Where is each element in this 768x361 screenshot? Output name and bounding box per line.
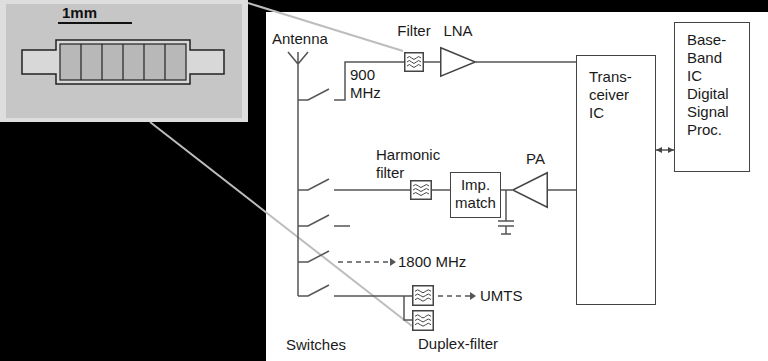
umts-wire — [334, 296, 412, 320]
pa-amplifier: PA — [512, 172, 548, 208]
signal-line — [424, 61, 440, 63]
transceiver-ic: Trans- ceiver IC — [576, 55, 656, 305]
filter-symbol — [415, 290, 431, 293]
node-text: Imp. match — [454, 176, 498, 212]
arrow-head — [470, 292, 476, 300]
antenna-label: Antenna — [272, 30, 328, 48]
shape-outline — [440, 47, 476, 77]
inset-frame — [0, 0, 248, 122]
band-label: 1800 MHz — [398, 253, 466, 271]
filter-symbol — [415, 298, 431, 301]
zoom-line — [150, 122, 412, 326]
scale-label: 1mm — [62, 4, 97, 22]
dashed-arrow — [438, 295, 470, 297]
node-text: Duplex-filter — [418, 335, 528, 353]
harmonic-filter: Harmonic filter — [410, 180, 432, 200]
lna-amplifier: LNA — [440, 47, 476, 77]
spare-wire — [334, 225, 350, 227]
shape-outline — [412, 285, 434, 331]
filter-chip — [22, 40, 224, 84]
shape-outline — [410, 180, 432, 200]
band-label: 900 MHz — [350, 66, 384, 102]
filter-symbol — [413, 185, 429, 188]
filter-symbol — [407, 65, 421, 68]
node-text: PA — [526, 150, 556, 168]
band-label: UMTS — [480, 287, 523, 305]
signal-line — [548, 189, 576, 191]
white-panel — [266, 12, 768, 361]
tx-wire — [334, 189, 410, 191]
filter-symbol — [407, 61, 421, 64]
filter-symbol — [413, 189, 429, 192]
signal-line — [501, 189, 512, 191]
switches-label: Switches — [286, 336, 346, 354]
resonator-lines — [81, 44, 165, 80]
node-text: Harmonic filter — [376, 146, 450, 182]
filter-symbol — [407, 57, 421, 60]
filter-outline — [413, 286, 434, 306]
antenna-bus — [297, 80, 299, 296]
dashed-arrow — [338, 261, 390, 263]
filter-symbol — [415, 323, 431, 326]
switch-symbol — [298, 89, 329, 296]
antenna-symbol — [288, 52, 308, 80]
node-text: LNA — [428, 22, 488, 40]
signal-line — [432, 189, 450, 191]
filter-symbol — [415, 315, 431, 318]
node-text: Filter — [384, 22, 444, 40]
filter-symbol — [413, 193, 429, 196]
filter-box: Filter — [404, 52, 424, 72]
amplifier-symbol — [441, 48, 476, 77]
filter-symbol — [415, 294, 431, 297]
scale-bar — [58, 22, 132, 24]
amplifier-symbol — [513, 173, 548, 208]
node-text: Base- Band IC Digital Signal Proc. — [687, 31, 737, 139]
zoom-line — [248, 3, 403, 51]
signal-line — [476, 61, 576, 63]
node-text: Trans- ceiver IC — [589, 68, 639, 122]
resonator-body — [60, 44, 186, 80]
shape-outline — [404, 52, 424, 72]
inset-photo — [6, 4, 242, 118]
filter-outline — [411, 181, 432, 200]
impedance-match: Imp. match — [450, 172, 501, 218]
duplex-filter: Duplex-filter — [412, 285, 434, 331]
filter-outline — [413, 311, 434, 331]
shape-outline — [512, 172, 548, 208]
signal-line — [656, 149, 674, 151]
filter-symbol — [415, 319, 431, 322]
baseband-ic: Base- Band IC Digital Signal Proc. — [674, 22, 750, 172]
arrow-head — [390, 258, 396, 266]
filter-outline — [405, 53, 424, 72]
